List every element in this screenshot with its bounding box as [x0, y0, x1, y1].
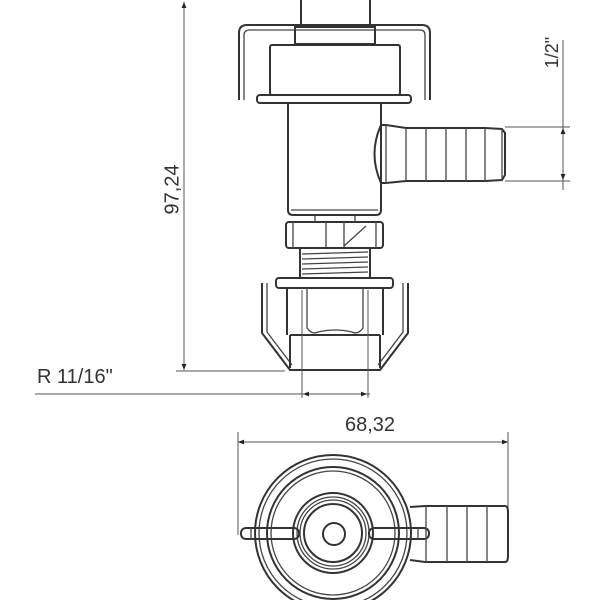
height-dimension-label: 97,24: [161, 164, 184, 215]
lock-nut: [285, 221, 384, 249]
top-nut: [238, 24, 431, 100]
coupling-nut: [261, 283, 409, 371]
top-view: [240, 454, 509, 600]
hose-size-label: 1/2": [542, 36, 563, 69]
center-hole: [322, 522, 346, 546]
hose-barb: [373, 124, 506, 184]
side-view: [238, 0, 506, 371]
width-dimension-label: 68,32: [345, 414, 396, 436]
body: [287, 103, 382, 216]
thread-label: R 11/16": [37, 366, 113, 388]
